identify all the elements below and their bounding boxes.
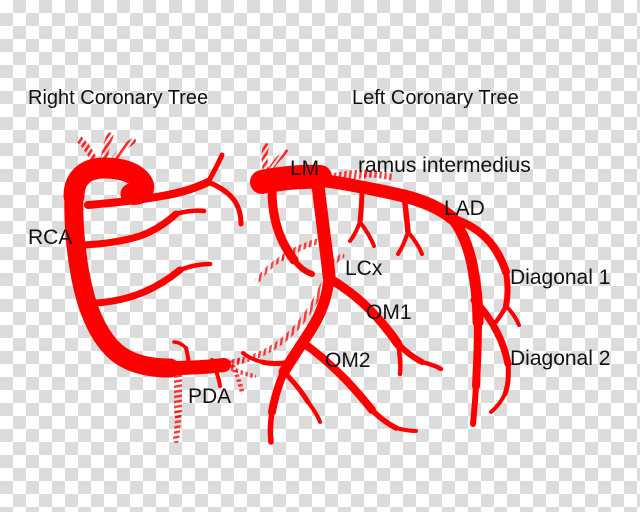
rca-marginal-branch-3 [91,261,213,307]
label-om2: OM2 [325,349,371,372]
rca-marginal-branch-1 [84,152,244,227]
om2-vessel [298,338,418,433]
right-coronary-tree-title: Right Coronary Tree [28,87,209,109]
label-lcx: LCx [345,257,383,280]
diagonal-1-vessel [448,214,521,328]
lad-septal-branches [348,185,424,256]
rca-marginal-branch-2 [80,208,207,249]
lcx-distal-branches [241,351,322,424]
posterolateral-branches [210,357,257,395]
left-coronary-tree-title: Left Coronary Tree [352,87,519,109]
lcx-atrial-hatched-branch [255,237,325,283]
label-ramus-intermedius: ramus intermedius [358,154,531,177]
rca-proximal-hatched-branches [76,132,136,174]
label-lm: LM [290,157,320,180]
label-rca: RCA [28,226,73,249]
label-diagonal-2: Diagonal 2 [510,347,611,370]
label-lad: LAD [444,197,485,220]
lm-ostial-hatched-stub [261,143,289,175]
lcx-vessel [267,179,336,445]
pda-vessel [172,340,191,443]
diagonal-2-vessel [470,296,512,414]
label-diagonal-1: Diagonal 1 [510,266,611,289]
om1-vessel [324,273,444,377]
label-pda: PDA [188,385,232,408]
label-om1: OM1 [366,301,412,324]
